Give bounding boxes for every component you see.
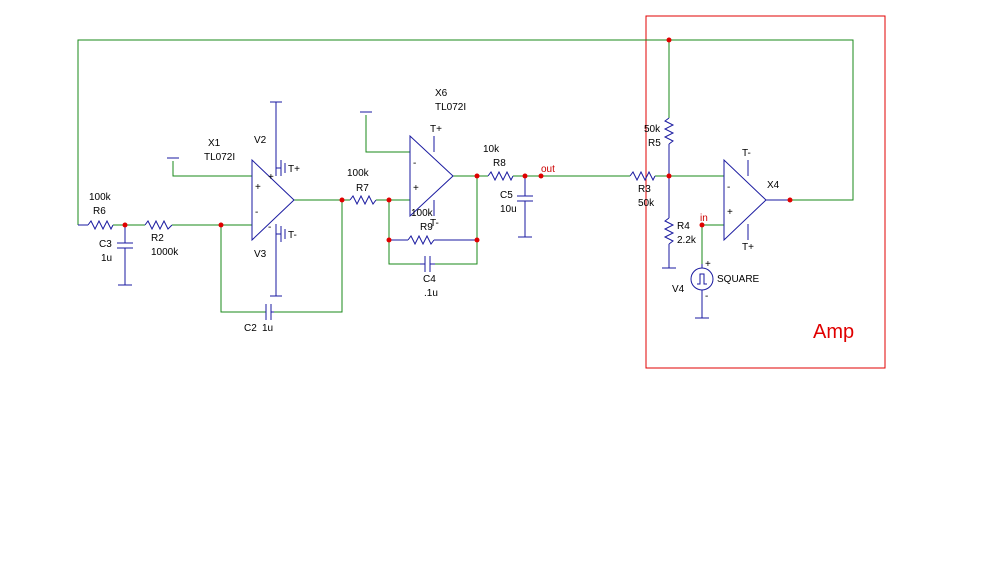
x1-plus: + <box>255 182 261 193</box>
x4-tplus: T+ <box>742 242 754 253</box>
v4-source: SQUARE <box>717 274 760 285</box>
v3-tminus: T- <box>288 230 297 241</box>
capacitor-c5[interactable]: C5 10u <box>500 176 533 238</box>
x4-minus: - <box>727 182 730 193</box>
wires <box>77 39 854 313</box>
x1-model: TL072I <box>204 152 235 163</box>
x6-model: TL072I <box>435 102 466 113</box>
resistor-r7[interactable]: 100k R7 <box>347 168 377 206</box>
resistor-r8[interactable]: 10k R8 <box>483 144 514 182</box>
v4-plus: + <box>705 259 711 270</box>
c2-name: C2 <box>244 323 257 334</box>
capacitor-c2[interactable]: C2 1u <box>244 304 274 334</box>
r6-value: 100k <box>89 192 112 203</box>
v4-minus: - <box>705 291 708 302</box>
r8-value: 10k <box>483 144 500 155</box>
r9-value: 100k <box>411 208 434 219</box>
r2-name: R2 <box>151 233 164 244</box>
c4-value: .1u <box>424 288 438 299</box>
source-v4[interactable]: + - V4 SQUARE <box>672 259 760 319</box>
r7-value: 100k <box>347 168 370 179</box>
resistor-r2[interactable]: R2 1000k <box>144 219 179 258</box>
square-wave-icon <box>697 273 707 285</box>
x1-minus: - <box>255 207 258 218</box>
resistor-r5[interactable]: 50k R5 <box>644 117 675 176</box>
resistor-r4[interactable]: R4 2.2k <box>662 176 697 269</box>
x6-tminus: T- <box>430 218 439 229</box>
r3-name: R3 <box>638 184 651 195</box>
c5-name: C5 <box>500 190 513 201</box>
x1-pin-vplus: + <box>268 172 274 183</box>
opamp-x1[interactable]: + - X1 TL072I + - <box>204 138 295 242</box>
resistor-r3[interactable]: R3 50k <box>629 170 656 209</box>
resistor-r6[interactable]: 100k R6 <box>78 192 114 231</box>
v2-name: V2 <box>254 135 267 146</box>
source-v3[interactable]: V3 T- <box>254 226 297 297</box>
r5-name: R5 <box>648 138 661 149</box>
amp-block-frame <box>645 15 886 369</box>
capacitor-c4[interactable]: C4 .1u <box>420 256 438 299</box>
r6-name: R6 <box>93 206 106 217</box>
junction-dots <box>122 37 793 243</box>
c2-value: 1u <box>262 323 273 334</box>
opamp-x4[interactable]: - + X4 T- T+ <box>723 148 790 253</box>
r4-value: 2.2k <box>677 235 697 246</box>
x6-tplus: T+ <box>430 124 442 135</box>
r7-name: R7 <box>356 183 369 194</box>
v4-name: V4 <box>672 284 685 295</box>
x4-name: X4 <box>767 180 780 191</box>
opamp-x6[interactable]: - + X6 TL072I T+ T- <box>409 88 466 229</box>
x6-minus: - <box>413 158 416 169</box>
resistor-r9[interactable]: 100k R9 <box>389 208 477 246</box>
x1-name: X1 <box>208 138 221 149</box>
x4-tminus: T- <box>742 148 751 159</box>
capacitor-c3[interactable]: C3 1u <box>99 225 133 286</box>
x1-pin-vminus: - <box>268 222 271 233</box>
source-v2[interactable]: V2 T+ <box>254 101 300 176</box>
x6-plus: + <box>413 183 419 194</box>
amp-block-label: Amp <box>813 321 854 343</box>
c4-name: C4 <box>423 274 436 285</box>
x4-plus: + <box>727 207 733 218</box>
net-label-out: out <box>541 164 555 175</box>
r3-value: 50k <box>638 198 655 209</box>
r8-name: R8 <box>493 158 506 169</box>
c3-name: C3 <box>99 239 112 250</box>
x6-name: X6 <box>435 88 448 99</box>
v3-name: V3 <box>254 249 267 260</box>
c5-value: 10u <box>500 204 517 215</box>
net-label-in: in <box>700 213 708 224</box>
r5-value: 50k <box>644 124 661 135</box>
r2-value: 1000k <box>151 247 179 258</box>
c3-value: 1u <box>101 253 112 264</box>
v2-tplus: T+ <box>288 164 300 175</box>
r9-name: R9 <box>420 222 433 233</box>
r4-name: R4 <box>677 221 690 232</box>
